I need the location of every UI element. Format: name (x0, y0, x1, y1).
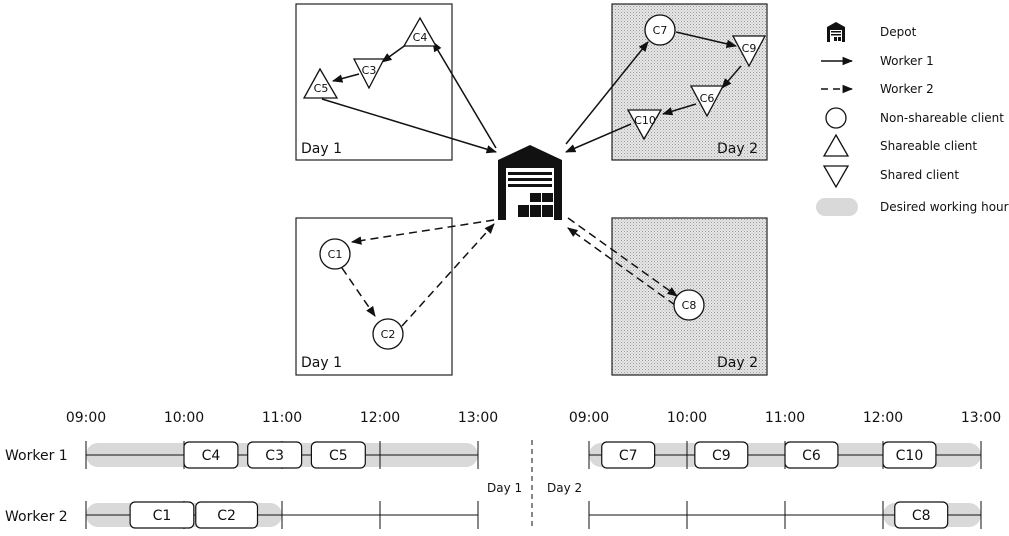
client-c2: C2 (372, 318, 404, 350)
panel-label: Day 1 (301, 141, 342, 157)
client-c9: C9 (731, 35, 767, 68)
day1-worker1-task-c5 (310, 441, 366, 469)
legend-shareable-label: Shareable client (880, 139, 977, 153)
day2-worker2-task-c8 (894, 501, 949, 529)
legend-triangle-icon (822, 133, 850, 157)
client-c6: C6 (689, 85, 725, 118)
client-c5: C5 (302, 67, 339, 99)
legend-desired-label: Desired working hour (880, 200, 1009, 214)
panel-day2-top: Day 2 (611, 3, 768, 161)
day2-worker1-task-c6 (784, 441, 839, 469)
svg-text:C1: C1 (328, 248, 343, 261)
svg-text:C9: C9 (742, 42, 757, 55)
worker2-routes (341, 217, 678, 327)
client-c1: C1 (319, 238, 351, 270)
svg-text:C10: C10 (634, 114, 656, 127)
task-label: C6 (802, 448, 821, 464)
day2-worker1-task-c9 (694, 441, 749, 469)
legend-worker2-label: Worker 2 (880, 82, 934, 96)
task-label: C7 (619, 448, 638, 464)
legend-depot-icon (827, 22, 845, 42)
day2-marker: Day 2 (547, 481, 582, 495)
day1-time-label: 10:00 (164, 410, 204, 426)
svg-text:C8: C8 (682, 299, 697, 312)
day2-time-label: 11:00 (765, 410, 805, 426)
legend-inverted-triangle-icon (822, 165, 850, 189)
day1-time-label: 12:00 (360, 410, 400, 426)
task-label: C8 (912, 508, 931, 524)
timeline-worker2-label: Worker 2 (5, 509, 68, 525)
svg-text:C2: C2 (381, 328, 396, 341)
legend: Depot Worker 1 Worker 2 Non-shareable cl… (816, 22, 1009, 216)
day1-worker1-task-c4 (183, 441, 239, 469)
legend-depot-label: Depot (880, 25, 917, 39)
task-label: C5 (329, 448, 348, 464)
task-label: C3 (265, 448, 284, 464)
day2-time-label: 09:00 (569, 410, 609, 426)
legend-shared-label: Shared client (880, 168, 959, 182)
client-c8: C8 (673, 289, 705, 321)
day1-worker2-task-c1 (129, 501, 195, 529)
client-c3: C3 (352, 58, 386, 90)
svg-text:C3: C3 (362, 64, 377, 77)
svg-text:C6: C6 (700, 92, 715, 105)
svg-text:C5: C5 (314, 82, 329, 95)
day2-time-label: 13:00 (961, 410, 1001, 426)
day1-worker1-task-c3 (247, 441, 303, 469)
day1-marker: Day 1 (487, 481, 522, 495)
client-c4: C4 (402, 16, 438, 47)
day1-time-label: 13:00 (458, 410, 498, 426)
worker1-routes (321, 31, 742, 154)
legend-non-shareable-label: Non-shareable client (880, 111, 1004, 125)
svg-text:C7: C7 (653, 24, 668, 37)
legend-circle-icon (825, 107, 847, 129)
day1-time-label: 11:00 (262, 410, 302, 426)
day2-worker1-task-c10 (882, 441, 937, 469)
day1-worker2-task-c2 (195, 501, 259, 529)
legend-worker1-label: Worker 1 (880, 54, 934, 68)
depot-icon (498, 145, 562, 220)
panel-label: Day 2 (717, 355, 758, 371)
panel-day1-bottom: Day 1 (295, 217, 453, 376)
task-label: C9 (712, 448, 731, 464)
panel-label: Day 1 (301, 355, 342, 371)
task-label: C1 (153, 508, 172, 524)
day2-time-label: 10:00 (667, 410, 707, 426)
panel-label: Day 2 (717, 141, 758, 157)
svg-text:C4: C4 (413, 31, 428, 44)
timeline-worker1-label: Worker 1 (5, 448, 68, 464)
task-label: C2 (217, 508, 236, 524)
day2-worker1-task-c7 (601, 441, 656, 469)
client-c10: C10 (626, 109, 663, 141)
task-label: C4 (202, 448, 221, 464)
day1-time-label: 09:00 (66, 410, 106, 426)
task-label: C10 (896, 448, 924, 464)
legend-desired-swatch (816, 198, 858, 216)
day2-time-label: 12:00 (863, 410, 903, 426)
client-c7: C7 (644, 14, 676, 46)
